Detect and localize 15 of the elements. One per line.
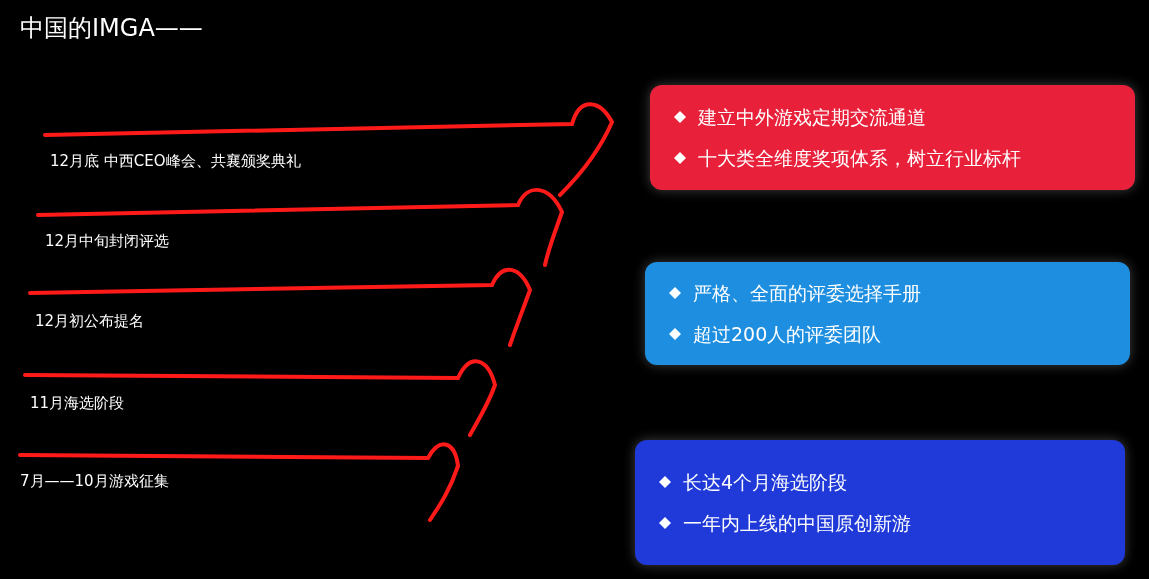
bullet-text: 一年内上线的中国原创新游 (683, 510, 911, 536)
bullet-text: 严格、全面的评委选择手册 (693, 281, 921, 306)
feature-box (650, 85, 1135, 190)
bullet-text: 十大类全维度奖项体系，树立行业标杆 (698, 145, 1021, 171)
bullet-text: 建立中外游戏定期交流通道 (698, 105, 926, 130)
milestone-text: 12月中旬封闭评选 (45, 231, 170, 252)
milestone-text: 11月海选阶段 (30, 393, 125, 414)
feature-box (645, 262, 1130, 365)
milestone-text: 7月——10月游戏征集 (20, 471, 169, 492)
bullet-text: 超过200人的评委团队 (693, 321, 882, 347)
milestone-text: 12月初公布提名 (35, 311, 145, 332)
milestone-text: 12月底 中西CEO峰会、共襄颁奖典礼 (50, 151, 301, 172)
feature-box (635, 440, 1125, 565)
bullet-text: 长达4个月海选阶段 (683, 470, 848, 495)
slide-title: 中国的IMGA—— (20, 13, 203, 44)
